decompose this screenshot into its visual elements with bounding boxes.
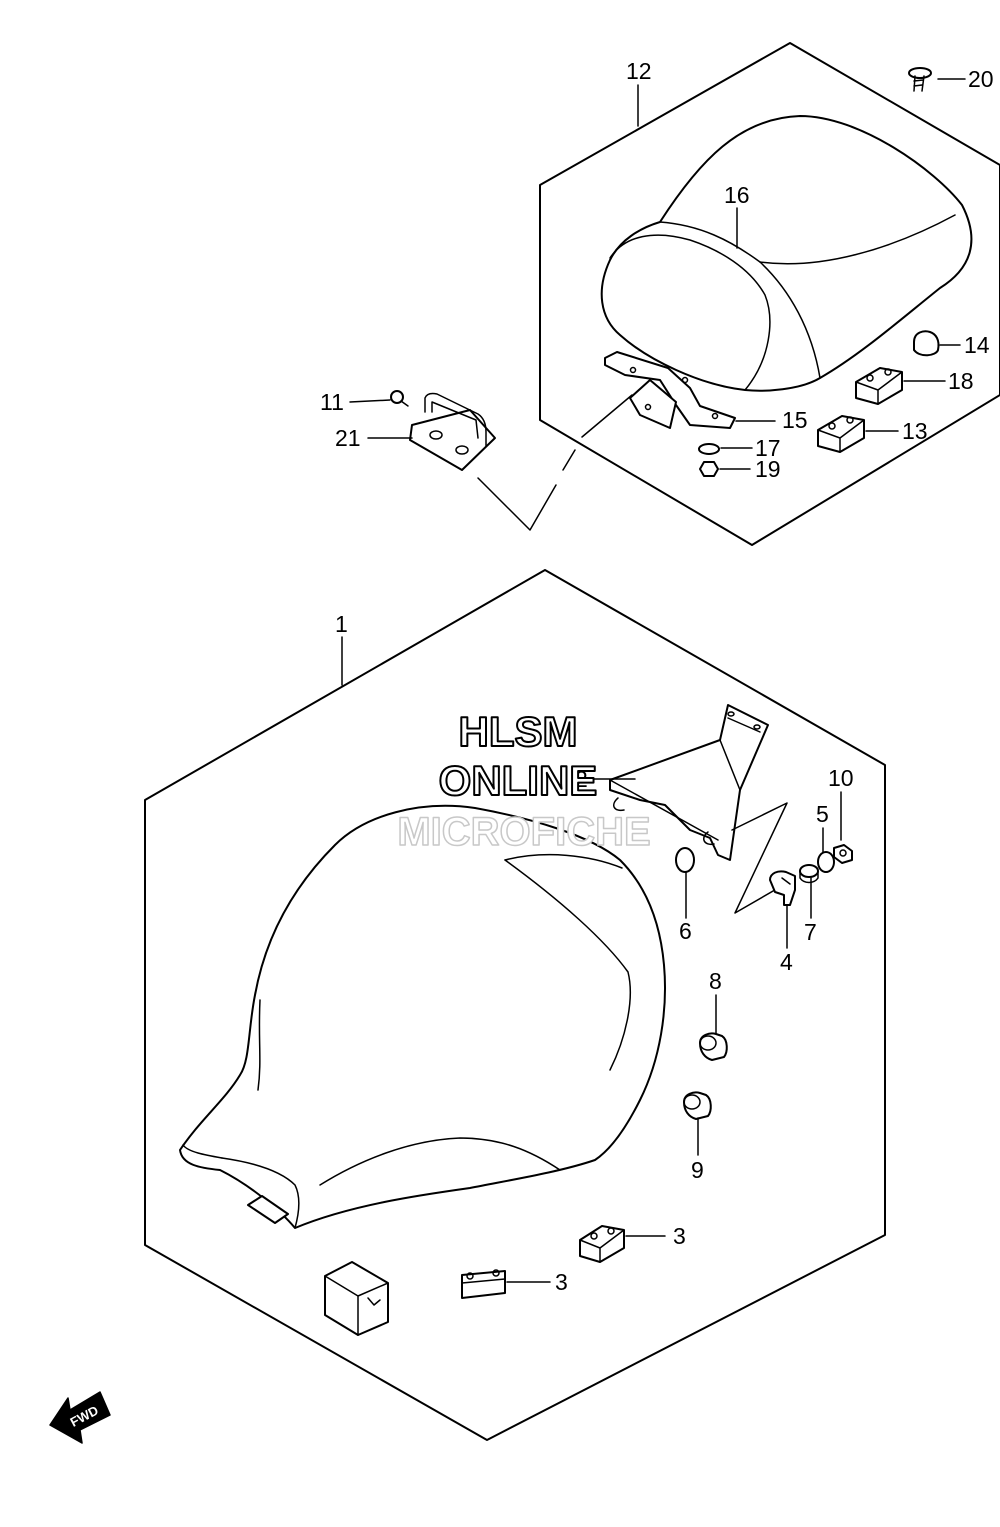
callout-11: 11	[320, 389, 344, 415]
cushion-8	[699, 1032, 728, 1061]
front-seat-bracket	[609, 704, 769, 861]
callout-16: 16	[724, 182, 750, 208]
callout-9: 9	[691, 1157, 704, 1183]
rear-seat-assembly: 12 20 16 14 18 15 13 17 19 11 21	[320, 42, 1000, 546]
callout-18: 18	[948, 368, 974, 394]
callout-19: 19	[755, 456, 781, 482]
screw-20	[908, 67, 932, 92]
latch-4	[769, 870, 796, 906]
washer-5	[817, 851, 835, 873]
nut-10	[833, 844, 853, 864]
callout-21: 21	[335, 425, 361, 451]
callout-15: 15	[782, 407, 808, 433]
callout-6: 6	[679, 918, 692, 944]
cushion-block-18	[855, 367, 903, 405]
forward-direction-arrow: FWD	[49, 1391, 111, 1444]
cushion-block-3a	[579, 1225, 625, 1263]
handle-connection-line	[477, 394, 633, 531]
collar-7	[799, 864, 819, 884]
watermark-line-1: HLSM	[459, 708, 578, 755]
nut-19	[699, 461, 719, 477]
callout-2: 2	[575, 766, 588, 792]
callout-8: 8	[709, 968, 722, 994]
callout-13: 13	[902, 418, 928, 444]
rear-seat-cushion	[600, 115, 973, 392]
front-seat-assembly: 1 2 10 5 6 7 4 8 9 3 3	[144, 569, 886, 1441]
front-seat	[179, 804, 666, 1229]
rear-seat-group-frame	[539, 42, 1000, 546]
bolt-11	[390, 390, 409, 407]
callout-1: 1	[335, 611, 348, 637]
callout-20: 20	[968, 66, 994, 92]
callout-17: 17	[755, 435, 781, 461]
callout-12: 12	[626, 58, 652, 84]
rear-seat-bracket	[604, 351, 736, 429]
grab-handle-21	[409, 392, 496, 471]
callout-5: 5	[816, 801, 829, 827]
cushion-rubber-14	[913, 330, 940, 357]
watermark-line-3: MICROFICHE	[397, 810, 650, 854]
watermark-line-2: ONLINE	[439, 757, 598, 804]
callout-3b: 3	[555, 1269, 568, 1295]
cushion-block-3b	[461, 1269, 506, 1299]
washer-17	[698, 443, 720, 455]
washer-6	[675, 847, 695, 873]
cushion-9	[683, 1091, 712, 1120]
callout-14: 14	[964, 332, 990, 358]
zigzag-connector	[731, 802, 788, 914]
watermark: HLSM ONLINE MICROFICHE	[397, 707, 652, 855]
front-seat-group-frame	[144, 569, 886, 1441]
cushion-block-13	[817, 415, 865, 453]
callout-4: 4	[780, 949, 793, 975]
kit-box	[324, 1261, 389, 1336]
callout-7: 7	[804, 919, 817, 945]
callout-10: 10	[828, 765, 854, 791]
callout-3a: 3	[673, 1223, 686, 1249]
